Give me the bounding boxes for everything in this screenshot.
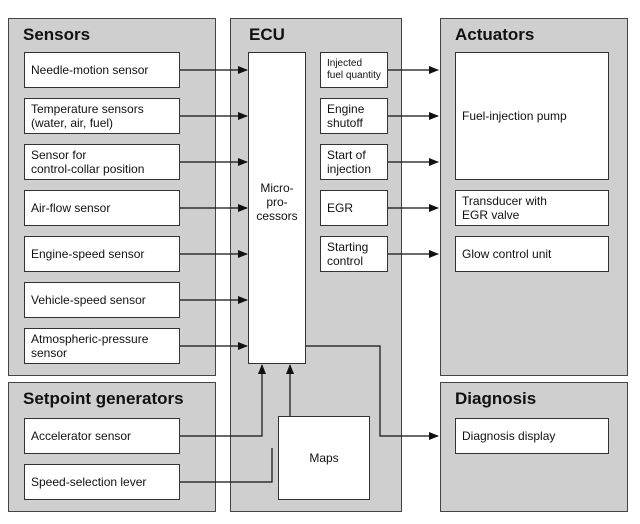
actuator-egr-transducer: Transducer with EGR valve	[455, 190, 609, 226]
setpoint-accelerator: Accelerator sensor	[24, 418, 180, 454]
function-egr: EGR	[320, 190, 388, 226]
function-engine-shutoff: Engine shutoff	[320, 98, 388, 134]
sensor-air-flow: Air-flow sensor	[24, 190, 180, 226]
setpoint-title: Setpoint generators	[23, 389, 184, 408]
sensors-title: Sensors	[23, 25, 91, 44]
setpoint-speed-selection: Speed-selection lever	[24, 464, 180, 500]
sensor-temperature: Temperature sensors (water, air, fuel)	[24, 98, 180, 134]
sensor-atmospheric-pressure: Atmospheric-pressure sensor	[24, 328, 180, 364]
function-injected-fuel-quantity: Injected fuel quantity	[320, 52, 388, 88]
diagnosis-display-box: Diagnosis display	[455, 418, 609, 454]
actuator-fuel-injection-pump: Fuel-injection pump	[455, 52, 609, 180]
sensor-control-collar: Sensor for control-collar position	[24, 144, 180, 180]
actuators-title: Actuators	[455, 25, 535, 44]
microprocessor-box: Micro- pro- cessors	[248, 52, 306, 364]
sensor-vehicle-speed: Vehicle-speed sensor	[24, 282, 180, 318]
sensor-engine-speed: Engine-speed sensor	[24, 236, 180, 272]
diagnosis-title: Diagnosis	[455, 389, 537, 408]
ecu-title: ECU	[249, 25, 285, 44]
maps-box: Maps	[278, 416, 370, 500]
function-start-of-injection: Start of injection	[320, 144, 388, 180]
function-starting-control: Starting control	[320, 236, 388, 272]
sensor-needle-motion: Needle-motion sensor	[24, 52, 180, 88]
actuator-glow-control-unit: Glow control unit	[455, 236, 609, 272]
